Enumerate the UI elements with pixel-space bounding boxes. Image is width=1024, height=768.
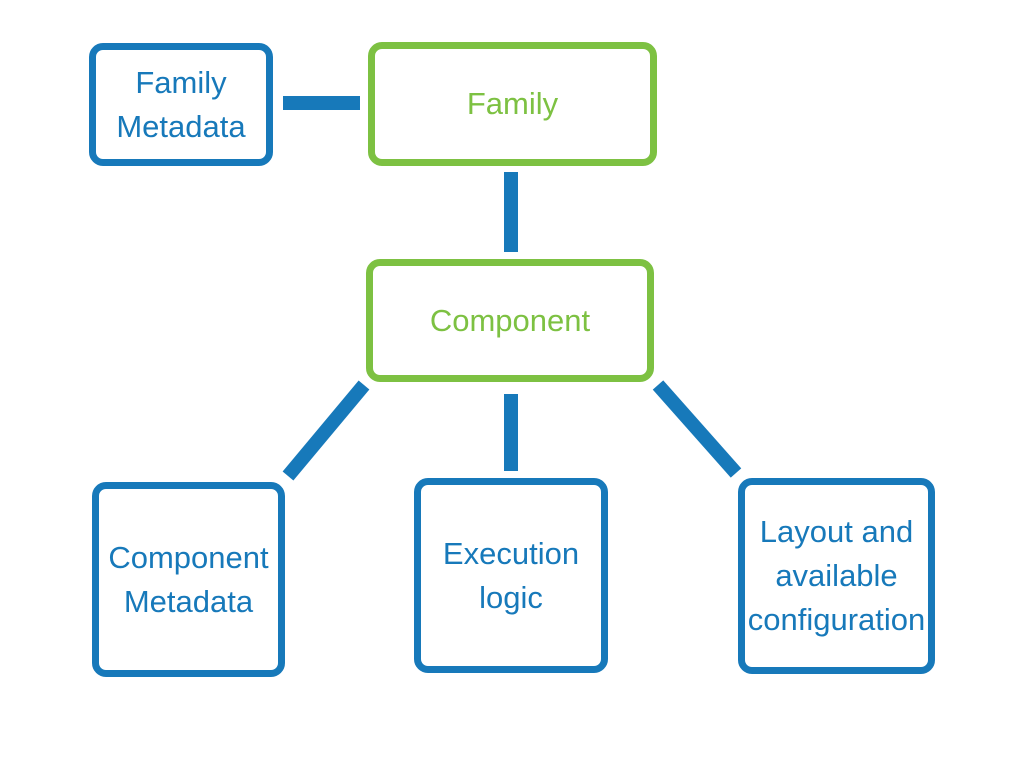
node-execution-logic: Execution logic [414,478,608,673]
connector-component-component-metadata [282,380,370,481]
node-family-metadata-label: Family Metadata [116,64,246,144]
node-family-label: Family [466,86,559,121]
node-component-metadata-label: Component Metadata [108,539,269,619]
node-family-metadata: Family Metadata [89,43,273,166]
node-component-metadata: Component Metadata [92,482,285,677]
node-execution-logic-label: Execution logic [442,535,580,615]
node-layout-configuration-label: Layout and available configuration [747,514,926,637]
connector-component-layout-configuration [652,380,742,478]
node-component-label: Component [429,302,591,338]
node-family: Family [368,42,657,166]
node-layout-configuration: Layout and available configuration [738,478,935,674]
node-component: Component [366,259,654,382]
